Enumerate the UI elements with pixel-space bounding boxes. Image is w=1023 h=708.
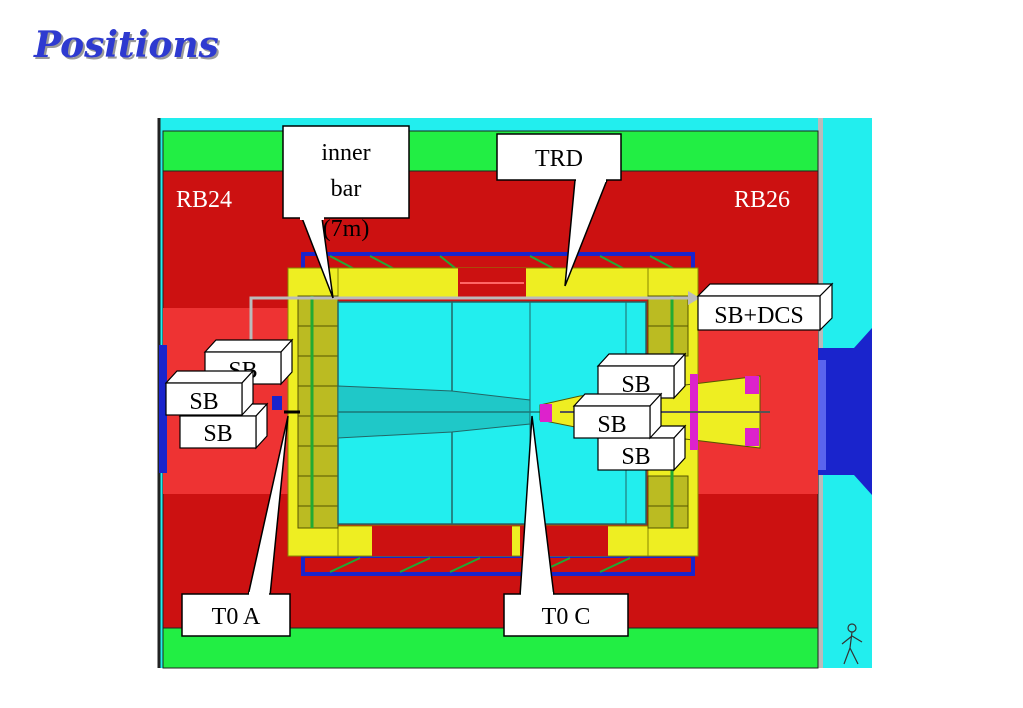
rb26-label: RB26 xyxy=(734,187,790,213)
sb-label: SB xyxy=(189,389,218,415)
t0c-callout xyxy=(503,593,629,637)
right-blue-door xyxy=(818,328,872,495)
t0c-label: T0 C xyxy=(542,604,591,630)
sb-box-right-2: SB xyxy=(572,392,663,440)
sb-dcs-box: SB+DCS xyxy=(696,282,834,332)
bottom-gap-left xyxy=(372,526,512,556)
t0a-label: T0 A xyxy=(212,604,261,630)
muon-chamber-4 xyxy=(540,404,552,422)
muon-chamber-2 xyxy=(745,376,759,394)
trd-callout xyxy=(496,133,622,181)
muon-chamber-3 xyxy=(745,428,759,446)
top-green-band xyxy=(162,130,819,172)
inner-bar-label-line2: bar xyxy=(331,176,362,202)
inner-bar-label-line3: (7m) xyxy=(323,216,370,242)
sb-box-right-1: SB xyxy=(596,352,687,400)
human-figure-icon xyxy=(841,623,863,665)
t0a-support xyxy=(272,396,282,410)
page-title: Positions xyxy=(34,24,219,66)
sb-label: SB xyxy=(621,444,650,470)
sb-box-left-2: SB xyxy=(164,369,255,417)
sb-label: SB xyxy=(203,421,232,447)
trd-label: TRD xyxy=(535,146,583,172)
sb-dcs-label: SB+DCS xyxy=(714,303,804,329)
left-blue-door xyxy=(159,345,167,473)
arrow-head xyxy=(688,291,700,305)
rb24-label: RB24 xyxy=(176,187,232,213)
right-blue-door-light xyxy=(818,360,826,470)
inner-bar-label-line1: inner xyxy=(321,140,370,166)
cable-route-arrow xyxy=(249,296,688,342)
olive-blocks xyxy=(297,295,689,529)
t0a-callout xyxy=(181,593,291,637)
sb-label: SB xyxy=(597,412,626,438)
inner-bar-callout xyxy=(282,125,410,219)
